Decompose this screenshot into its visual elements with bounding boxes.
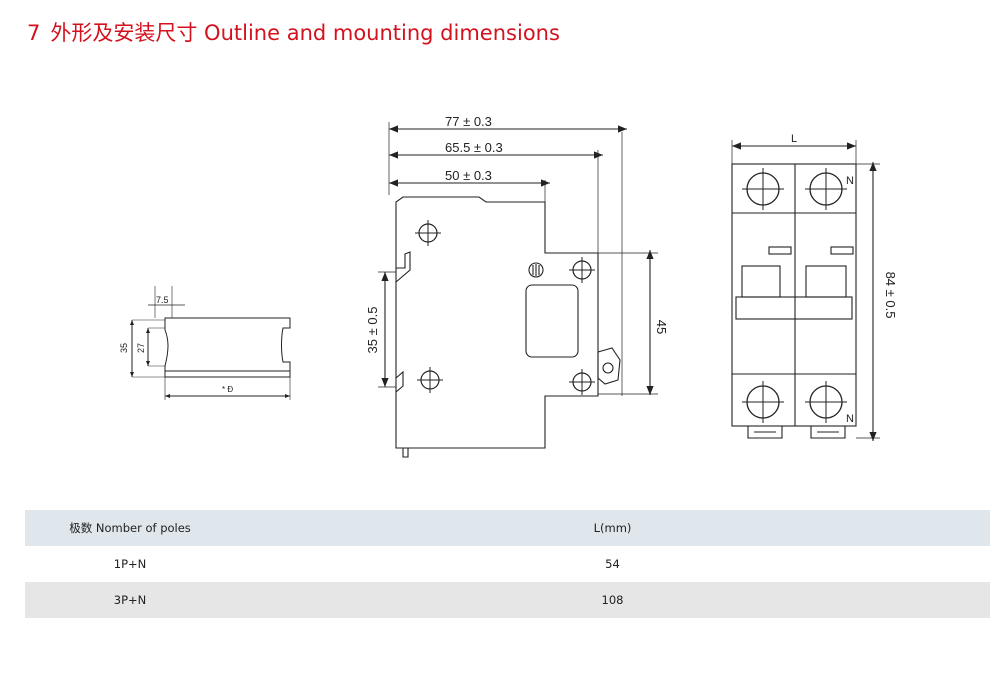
header-length: L(mm) bbox=[235, 510, 990, 546]
side-window bbox=[525, 284, 579, 358]
side-rail-slot bbox=[395, 251, 411, 283]
header-poles: 极数 Nomber of poles bbox=[25, 510, 235, 546]
side-label-77: 77 ± 0.3 bbox=[445, 114, 492, 129]
rail-profile bbox=[164, 317, 291, 378]
rail-label-bottom: * Ð bbox=[222, 385, 233, 394]
side-latch bbox=[597, 347, 621, 385]
table-header-row: 极数 Nomber of poles L(mm) bbox=[25, 510, 990, 546]
front-label-n-bottom: N bbox=[846, 413, 854, 425]
rail-label-top: 7.5 bbox=[156, 295, 169, 305]
table-row: 3P+N 108 bbox=[25, 582, 990, 618]
front-view bbox=[731, 140, 880, 441]
side-terminal-mark-upper-right bbox=[568, 256, 596, 284]
cell-poles: 3P+N bbox=[25, 582, 235, 618]
side-label-65: 65.5 ± 0.3 bbox=[445, 140, 503, 155]
front-toggle-right bbox=[805, 265, 847, 298]
front-label-L: L bbox=[791, 133, 797, 145]
side-terminal-mark-lower-right bbox=[568, 368, 596, 396]
front-terminal-icon-top-right bbox=[804, 167, 848, 211]
section-title: 7 外形及安装尺寸 Outline and mounting dimensions bbox=[27, 17, 560, 47]
cell-length: 54 bbox=[605, 557, 620, 571]
front-label-n-top: N bbox=[846, 175, 854, 187]
front-label-84: 84 ± 0.5 bbox=[883, 272, 898, 319]
rail-view bbox=[130, 286, 291, 400]
side-label-45: 45 bbox=[654, 320, 669, 334]
front-terminal-icon-bottom-left bbox=[741, 380, 785, 424]
side-view bbox=[378, 122, 658, 458]
section-heading: 外形及安装尺寸 Outline and mounting dimensions bbox=[50, 21, 560, 45]
cell-length: 108 bbox=[235, 582, 990, 618]
dimensions-table: 极数 Nomber of poles L(mm) 1P+N 54 3P+N 10… bbox=[25, 510, 990, 618]
side-label-50: 50 ± 0.3 bbox=[445, 168, 492, 183]
front-terminal-icon-bottom-right bbox=[804, 380, 848, 424]
front-terminal-icon-top-left bbox=[741, 167, 785, 211]
front-body bbox=[731, 163, 857, 427]
rail-label-outer: 35 bbox=[119, 343, 129, 353]
side-body bbox=[395, 196, 599, 449]
side-terminal-mark-bottom bbox=[416, 366, 444, 394]
cell-poles: 1P+N bbox=[113, 557, 147, 571]
side-clip bbox=[402, 448, 409, 458]
table-row: 1P+N 54 bbox=[25, 546, 990, 582]
front-toggle-left bbox=[741, 265, 781, 298]
section-number: 7 bbox=[27, 21, 41, 45]
dimension-drawing: 7.5 35 27 * Ð 77 ± 0.3 bbox=[119, 114, 898, 458]
side-terminal-mark-top bbox=[414, 219, 442, 247]
side-screw bbox=[528, 262, 544, 278]
side-label-35: 35 ± 0.5 bbox=[365, 307, 380, 354]
rail-label-inner: 27 bbox=[136, 343, 146, 353]
